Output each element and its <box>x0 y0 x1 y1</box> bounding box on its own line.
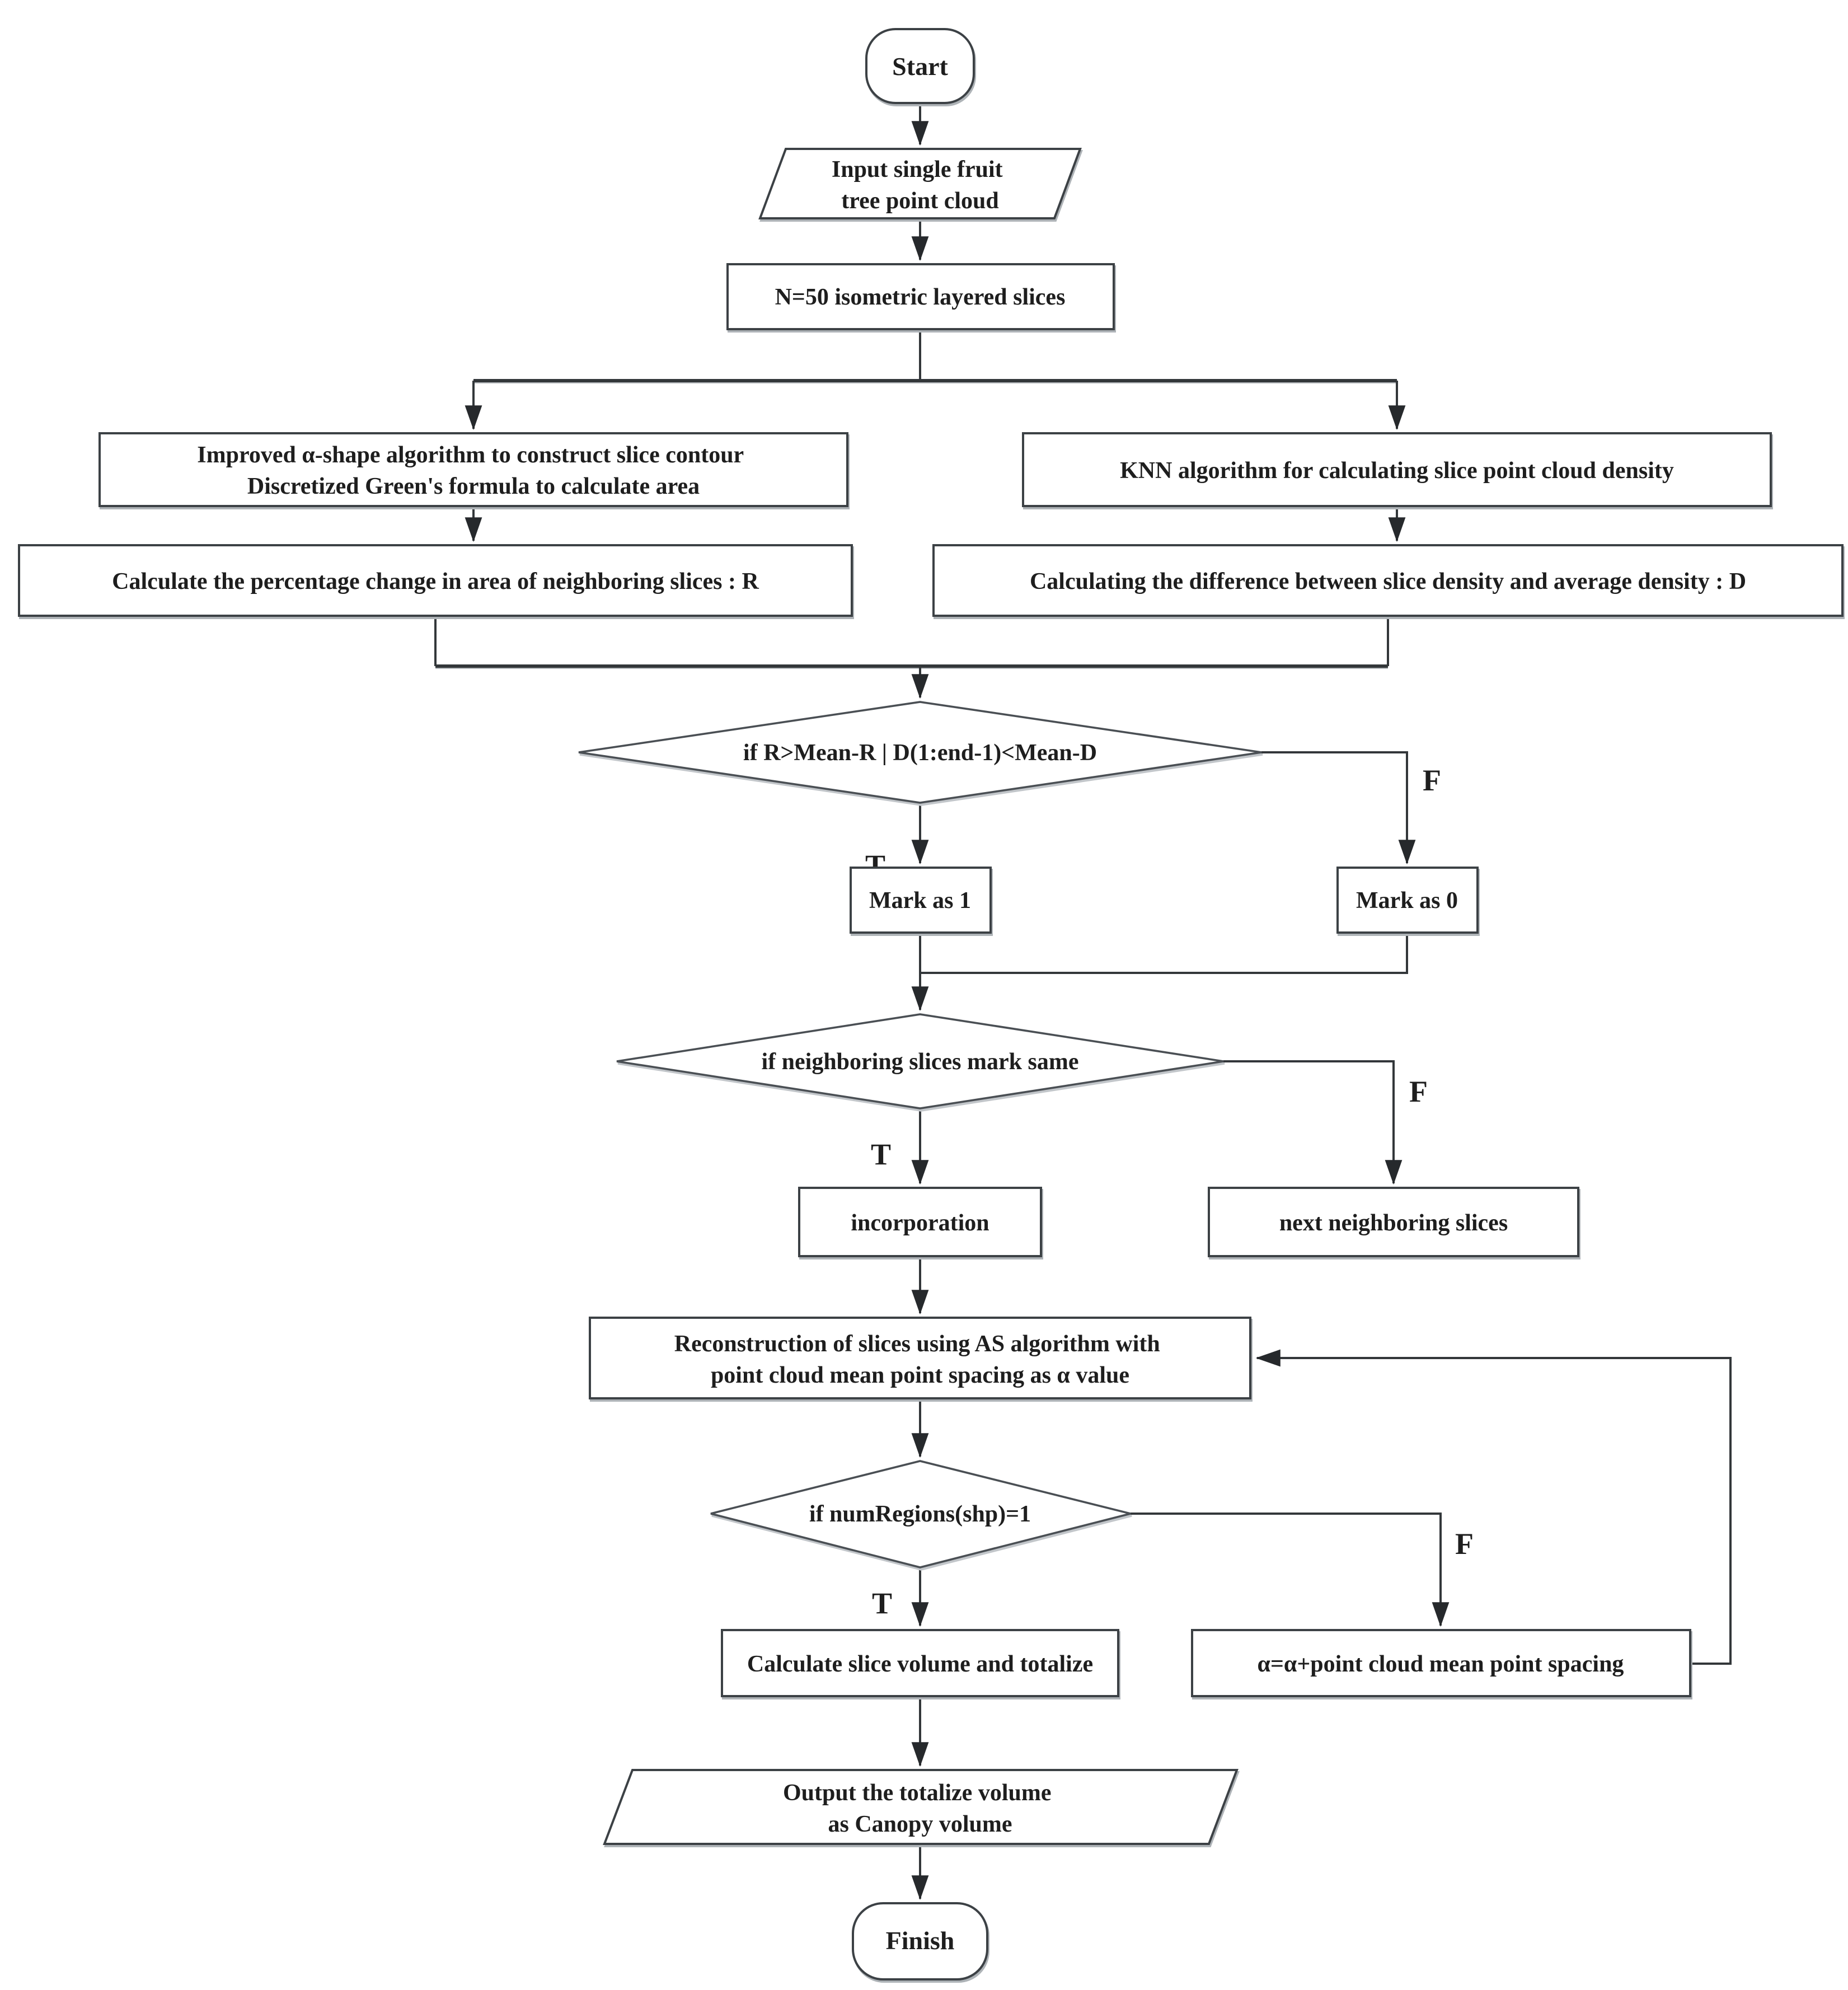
decision-mark-diamond <box>616 1013 1224 1109</box>
nodes: Start Input single fruit tree point clou… <box>18 28 1844 1980</box>
next-slices-box <box>1208 1187 1579 1257</box>
decision-rd-false-label: F <box>1423 764 1441 797</box>
edge-decision3-false <box>1131 1513 1450 1627</box>
reconstruction-box <box>589 1317 1251 1399</box>
decision-regions-label: if numRegions(shp)=1 <box>809 1501 1031 1527</box>
incorporation-box <box>798 1187 1042 1257</box>
decision-regions-false-label: F <box>1455 1527 1474 1561</box>
volume-label: Calculate slice volume and totalize <box>747 1651 1093 1677</box>
decision-mark-label: if neighboring slices mark same <box>762 1049 1079 1075</box>
output-parallelogram <box>603 1769 1239 1845</box>
alpha-update-box <box>1191 1629 1691 1697</box>
mark1-label: Mark as 1 <box>869 888 971 914</box>
start-label: Start <box>892 52 948 81</box>
next-slices-label: next neighboring slices <box>1279 1210 1508 1236</box>
decision-mark-false-label: F <box>1409 1075 1428 1108</box>
knn-label: KNN algorithm for calculating slice poin… <box>1120 458 1674 484</box>
edge-mark0-join <box>920 933 1408 974</box>
decision-regions-true-label: T <box>872 1586 892 1620</box>
finish-terminator <box>852 1902 988 1980</box>
start-terminator <box>865 28 975 104</box>
mark1-box <box>850 867 992 934</box>
density-diff-box <box>932 544 1844 617</box>
decision-rd-label: if R>Mean-R | D(1:end-1)<Mean-D <box>743 740 1097 766</box>
finish-label: Finish <box>886 1926 955 1955</box>
density-diff-label: Calculating the difference between slice… <box>1030 569 1746 594</box>
decision-regions-diamond <box>710 1460 1131 1568</box>
alpha-shape-label: Improved α-shape algorithm to construct … <box>197 442 749 499</box>
alpha-shape-box <box>99 432 848 507</box>
decision-rd-diamond <box>578 701 1262 804</box>
decision-mark-true-label: T <box>871 1137 891 1171</box>
area-change-label: Calculate the percentage change in area … <box>112 569 759 594</box>
slices-box <box>726 263 1115 330</box>
reconstruction-label: Reconstruction of slices using AS algori… <box>674 1331 1166 1388</box>
output-label: Output the totalize volume as Canopy vol… <box>783 1780 1057 1837</box>
incorporation-label: incorporation <box>851 1210 989 1236</box>
knn-box <box>1022 432 1772 507</box>
slices-label: N=50 isometric layered slices <box>775 284 1066 310</box>
input-label: Input single fruit tree point cloud <box>832 157 1009 214</box>
alpha-update-label: α=α+point cloud mean point spacing <box>1258 1651 1624 1677</box>
area-change-box <box>18 544 853 617</box>
input-parallelogram <box>758 148 1082 219</box>
mark0-box <box>1336 867 1479 934</box>
edges <box>434 103 1732 1900</box>
mark0-label: Mark as 0 <box>1356 888 1458 914</box>
volume-box <box>721 1629 1119 1697</box>
edge-decision2-false <box>1223 1060 1403 1185</box>
edge-alphaupdate-feedback <box>1255 1349 1732 1665</box>
edge-decision1-false <box>1261 751 1416 865</box>
